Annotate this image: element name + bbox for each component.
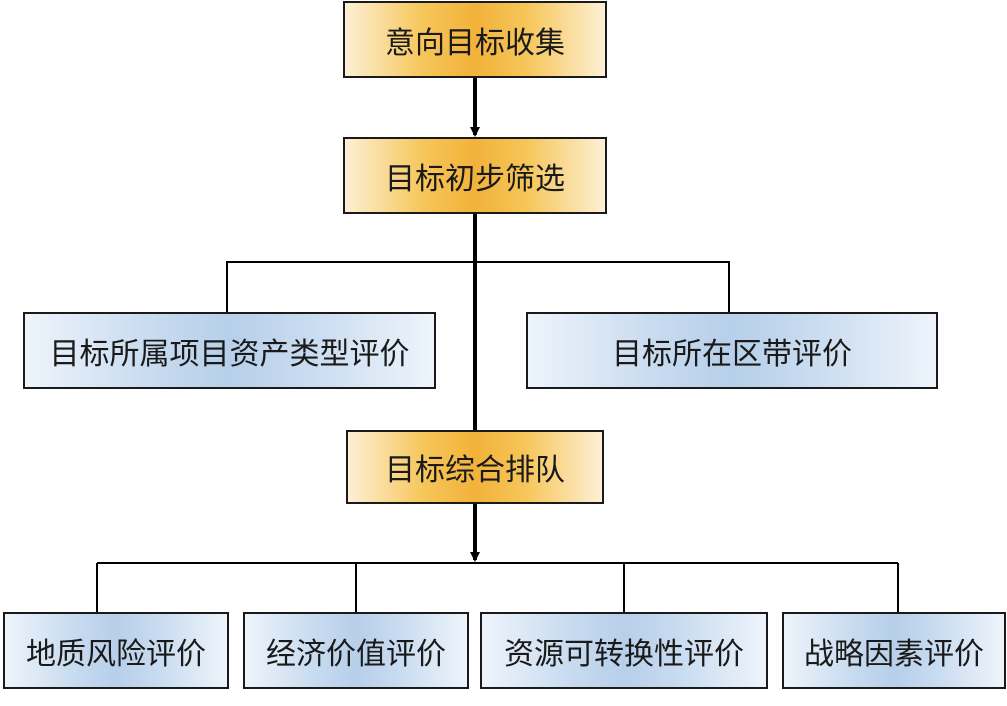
economic-eval-node: 经济价值评价 — [243, 612, 469, 689]
ranking-node: 目标综合排队 — [346, 430, 604, 504]
asset-type-eval-node: 目标所属项目资产类型评价 — [23, 312, 436, 389]
resource-eval-node: 资源可转换性评价 — [480, 612, 768, 689]
zone-eval-node: 目标所在区带评价 — [526, 312, 938, 389]
screening-node: 目标初步筛选 — [343, 137, 607, 214]
strategy-eval-node: 战略因素评价 — [782, 612, 1006, 689]
geo-risk-eval-node: 地质风险评价 — [3, 612, 229, 689]
branch-upper-evaluations — [226, 261, 730, 312]
collect-node: 意向目标收集 — [343, 1, 607, 78]
